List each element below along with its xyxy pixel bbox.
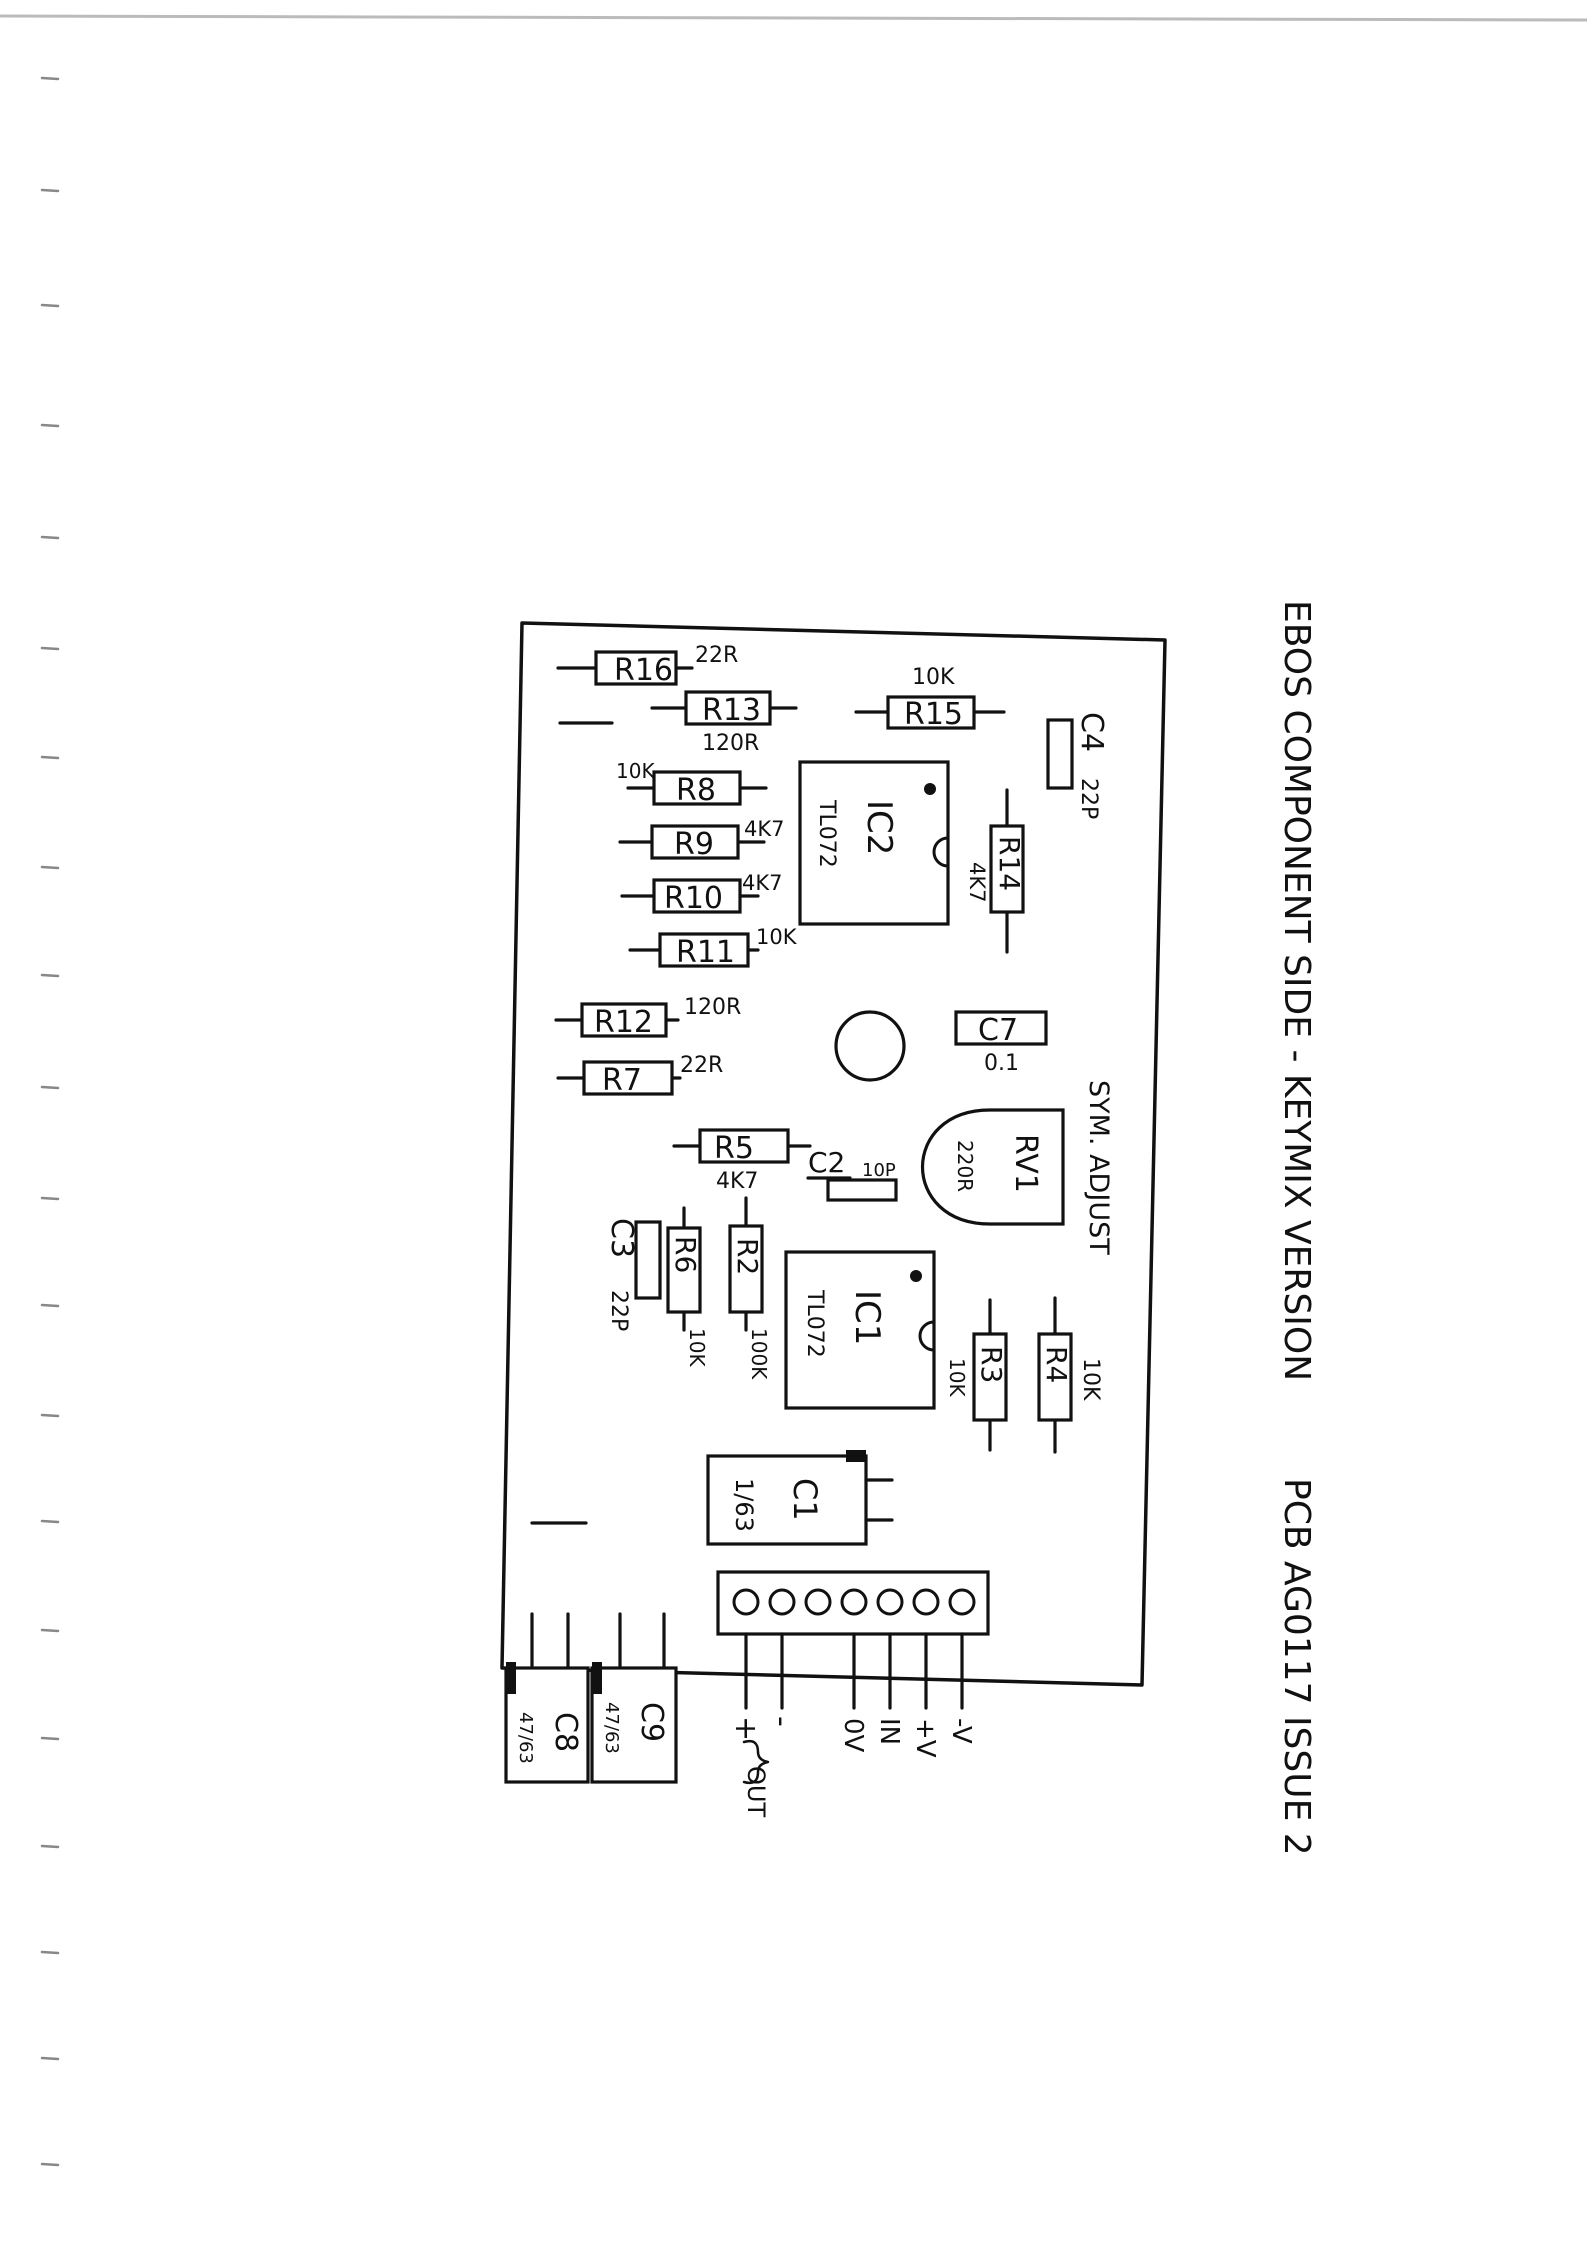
resistor-r6: R6 10K <box>668 1208 709 1367</box>
rv1-label: RV1 <box>1008 1134 1043 1193</box>
ic2-label: IC2 <box>859 800 899 855</box>
margin-ticks <box>42 78 58 2165</box>
resistor-r11: R11 10K <box>630 925 798 970</box>
out-plus-label: + <box>728 1716 763 1741</box>
resistor-r2: R2 100K <box>730 1198 771 1380</box>
c1-value: 1/63 <box>730 1478 758 1532</box>
r15-label: R15 <box>904 697 963 732</box>
r6-value: 10K <box>685 1328 709 1367</box>
r13-value: 120R <box>702 731 759 756</box>
r4-label: R4 <box>1040 1346 1073 1383</box>
mounting-hole <box>836 1012 904 1080</box>
c8-value: 47/63 <box>515 1712 536 1764</box>
resistor-r3: R3 10K <box>945 1300 1008 1450</box>
ic1: IC1 TL072 <box>786 1252 934 1408</box>
r9-label: R9 <box>674 827 714 862</box>
r3-label: R3 <box>975 1346 1008 1383</box>
diagram-title: EBOS COMPONENT SIDE - KEYMIX VERSION <box>1276 600 1317 1381</box>
trimmer-rv1: RV1 220R <box>923 1110 1064 1224</box>
r10-value: 4K7 <box>742 871 783 895</box>
c8-polarity-mark <box>506 1662 516 1694</box>
resistor-r8: R8 10K <box>616 759 766 808</box>
ic1-pin1-dot <box>910 1270 922 1282</box>
ic2: IC2 TL072 <box>800 762 948 924</box>
capacitor-c2: C2 10P <box>808 1146 896 1200</box>
r7-label: R7 <box>602 1063 642 1098</box>
r8-label: R8 <box>676 773 716 808</box>
r6-label: R6 <box>669 1236 702 1273</box>
connector-header <box>718 1572 988 1708</box>
r2-value: 100K <box>747 1328 771 1380</box>
c1-polarity-mark <box>846 1450 866 1462</box>
resistor-r9: R9 4K7 <box>620 817 785 862</box>
r14-label: R14 <box>993 836 1026 891</box>
c9-value: 47/63 <box>601 1702 622 1754</box>
capacitor-c8: C8 47/63 <box>506 1614 588 1782</box>
r8-value: 10K <box>616 759 655 783</box>
c7-label: C7 <box>978 1013 1018 1048</box>
capacitor-c9: C9 47/63 <box>592 1614 676 1782</box>
pcb-reference: PCB AG0117 ISSUE 2 <box>1276 1478 1317 1856</box>
rv1-value: 220R <box>953 1140 977 1192</box>
scan-edge <box>0 16 1587 20</box>
c7-value: 0.1 <box>984 1051 1019 1076</box>
c4-label: C4 <box>1074 712 1109 752</box>
r5-value: 4K7 <box>716 1169 758 1194</box>
resistor-r14: R14 4K7 <box>965 790 1026 952</box>
in-label: IN <box>874 1718 904 1745</box>
r13-label: R13 <box>702 693 761 728</box>
r5-label: R5 <box>714 1131 754 1166</box>
resistor-r15: R15 10K <box>856 665 1004 732</box>
capacitor-c3: C3 22P <box>604 1218 660 1331</box>
r16-value: 22R <box>695 643 738 668</box>
r2-label: R2 <box>731 1238 764 1275</box>
ic1-label: IC1 <box>847 1290 887 1345</box>
plus-v-label: +V <box>910 1718 940 1758</box>
c3-label: C3 <box>604 1218 639 1258</box>
out-label: OUT <box>742 1766 770 1817</box>
c9-polarity-mark <box>592 1662 602 1694</box>
r7-value: 22R <box>680 1053 723 1078</box>
resistor-r5: R5 4K7 <box>674 1130 810 1194</box>
c3-value: 22P <box>606 1290 631 1331</box>
capacitor-c1: C1 1/63 <box>708 1450 892 1544</box>
r16-label: R16 <box>614 653 673 688</box>
resistor-r10: R10 4K7 <box>622 871 783 916</box>
out-minus-label: - <box>764 1716 799 1727</box>
r4-value: 10K <box>1078 1358 1103 1401</box>
c4-value: 22P <box>1076 778 1101 819</box>
ov-label: 0V <box>838 1718 868 1753</box>
resistor-r12: R12 120R <box>556 995 741 1040</box>
r9-value: 4K7 <box>744 817 785 841</box>
c1-label: C1 <box>786 1478 824 1521</box>
sym-adjust-label: SYM. ADJUST <box>1083 1080 1114 1255</box>
resistor-r4: R4 10K <box>1039 1298 1103 1452</box>
r3-value: 10K <box>945 1358 969 1397</box>
r15-value: 10K <box>912 665 955 690</box>
capacitor-c7: C7 0.1 <box>956 1012 1046 1076</box>
resistor-r7: R7 22R <box>558 1053 723 1098</box>
r11-value: 10K <box>756 925 798 949</box>
ic1-part: TL072 <box>802 1289 827 1358</box>
capacitor-c4: C4 22P <box>1048 712 1109 819</box>
ic2-part: TL072 <box>814 799 839 868</box>
c8-label: C8 <box>548 1712 583 1752</box>
minus-v-label: -V <box>946 1718 976 1744</box>
ic2-pin1-dot <box>924 783 936 795</box>
r12-label: R12 <box>594 1005 653 1040</box>
r12-value: 120R <box>684 995 741 1020</box>
resistor-r16: R16 22R <box>558 643 738 688</box>
c2-label: C2 <box>808 1146 845 1179</box>
r10-label: R10 <box>664 881 723 916</box>
c2-value: 10P <box>862 1160 896 1181</box>
c9-label: C9 <box>634 1702 669 1742</box>
r11-label: R11 <box>676 935 735 970</box>
r14-value: 4K7 <box>965 862 989 903</box>
resistor-r13: R13 120R <box>652 692 796 756</box>
